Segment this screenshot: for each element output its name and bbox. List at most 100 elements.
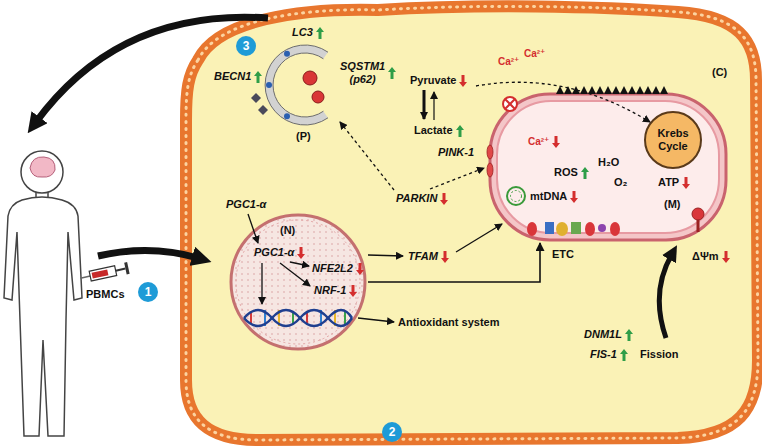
phagophore [265, 45, 328, 125]
gene-name: SQSTM1 (p62) [340, 60, 385, 86]
gene-name: NRF-1 [314, 284, 346, 297]
arrow-shape [440, 193, 448, 205]
mtdna-ring [507, 187, 525, 205]
arrow-shape [456, 125, 464, 137]
process-arrows [98, 250, 198, 258]
decrease-arrow [682, 177, 690, 189]
arrow-shape [349, 285, 357, 297]
compartment-tag: (M) [664, 198, 681, 211]
text-holder: PGC1-α [254, 246, 294, 259]
krebs-cycle-circle-outline [645, 112, 701, 168]
pathway-label: Krebs Cycle [657, 127, 688, 153]
syringe [80, 276, 90, 278]
decrease-arrow [570, 191, 578, 203]
beclin-diamonds [251, 93, 261, 103]
text-holder: 2 [382, 422, 402, 442]
text-holder: H₂O [598, 156, 619, 169]
gene-name: BECN1 [214, 70, 251, 83]
increase-arrow [581, 167, 589, 179]
metabolic-arrows [248, 214, 258, 243]
compartment-tag: (C) [712, 66, 727, 79]
electron-transport-chain [585, 222, 595, 236]
molecule-label: O₂ [614, 176, 627, 189]
metabolic-arrows [358, 318, 394, 322]
text-holder: FIS-1 [590, 348, 617, 361]
process-label: Antioxidant system [398, 316, 499, 329]
nucleus-circle: (N) PGC1-αNFE2L2NRF-1 [228, 212, 368, 352]
increase-arrow [388, 67, 396, 79]
decrease-arrow [552, 136, 560, 148]
calcium-channel-blocked [505, 99, 515, 109]
metabolic-arrows [433, 92, 434, 120]
text-holder: Pyruvate [410, 74, 456, 87]
decrease-arrow [356, 263, 364, 275]
phagophore [284, 51, 290, 57]
arrow-shape [620, 349, 628, 361]
electron-transport-chain [556, 222, 568, 236]
syringe [79, 262, 129, 284]
calcium-channel-blocked [505, 99, 515, 109]
text-holder: PGC1-α [226, 198, 266, 211]
syringe [124, 262, 129, 274]
decrease-arrow [297, 247, 305, 259]
electron-transport-chain [545, 222, 554, 234]
ion-label: Ca²⁺ [498, 56, 519, 68]
atp-synthase [692, 208, 704, 220]
text-holder: 3 [236, 36, 256, 56]
ion-label: Ca²⁺ [524, 48, 545, 60]
text-holder: (P) [296, 130, 311, 143]
text-holder: Ca²⁺ [498, 56, 519, 68]
cell-membrane: (C) (N) PGC1-αNFE2L2NRF-1 (M) Ca²⁺ ROS H₂O O₂ mt… [178, 0, 762, 446]
metabolic-arrows [248, 82, 650, 322]
text-holder: (C) [712, 66, 727, 79]
text-holder: Ca²⁺ [528, 136, 549, 148]
phagophore [265, 45, 328, 125]
arrow-shape [722, 251, 730, 263]
mtdna-ring [507, 187, 525, 205]
cell-membrane-outline [186, 6, 758, 440]
nucleus-circle-outline [231, 215, 365, 349]
mitochondrial-details [487, 145, 493, 159]
text-holder: 1 [138, 282, 158, 302]
brain [30, 157, 55, 177]
connector-arrow [368, 243, 540, 282]
text-holder: Antioxidant system [398, 316, 499, 329]
callout-number: 1 [138, 282, 158, 302]
molecule-label: H₂O [598, 156, 619, 169]
metabolic-arrows [423, 90, 426, 119]
text-holder: mtDNA [530, 190, 567, 203]
text-holder: ROS [554, 166, 578, 179]
gene-name: TFAM [408, 250, 438, 263]
arrow-shape [581, 167, 589, 179]
metabolic-arrows [280, 263, 310, 286]
phagophore [273, 53, 323, 117]
increase-arrow [254, 71, 262, 83]
text-holder: NFE2L2 [312, 262, 353, 275]
text-holder: ΔΨm [692, 250, 719, 263]
text-holder: LC3 [292, 26, 313, 39]
text-holder: (N) [280, 224, 295, 237]
phagophore [303, 71, 317, 85]
molecule-label: ATP [658, 176, 679, 189]
callout-number: 2 [382, 422, 402, 442]
metabolic-arrows [430, 168, 484, 189]
text-holder: Ca²⁺ [524, 48, 545, 60]
decrease-arrow [459, 75, 467, 87]
molecule-label: mtDNA [530, 190, 567, 203]
text-holder: PINK-1 [438, 146, 474, 159]
process-label: Fission [640, 348, 679, 361]
compartment-tag: (P) [296, 130, 311, 143]
gene-name: NFE2L2 [312, 262, 353, 275]
arrow-shape [297, 247, 305, 259]
arrow-shape [552, 136, 560, 148]
arrow-shape [625, 329, 633, 341]
metabolic-arrows [261, 263, 262, 304]
mtdna-ring [511, 191, 522, 202]
dna-helix [244, 310, 352, 326]
metabolic-arrows [456, 224, 502, 252]
phagophore [266, 82, 272, 88]
text-holder: PARKIN [396, 192, 437, 205]
arrow-shape [388, 67, 396, 79]
human-figure [4, 151, 82, 436]
